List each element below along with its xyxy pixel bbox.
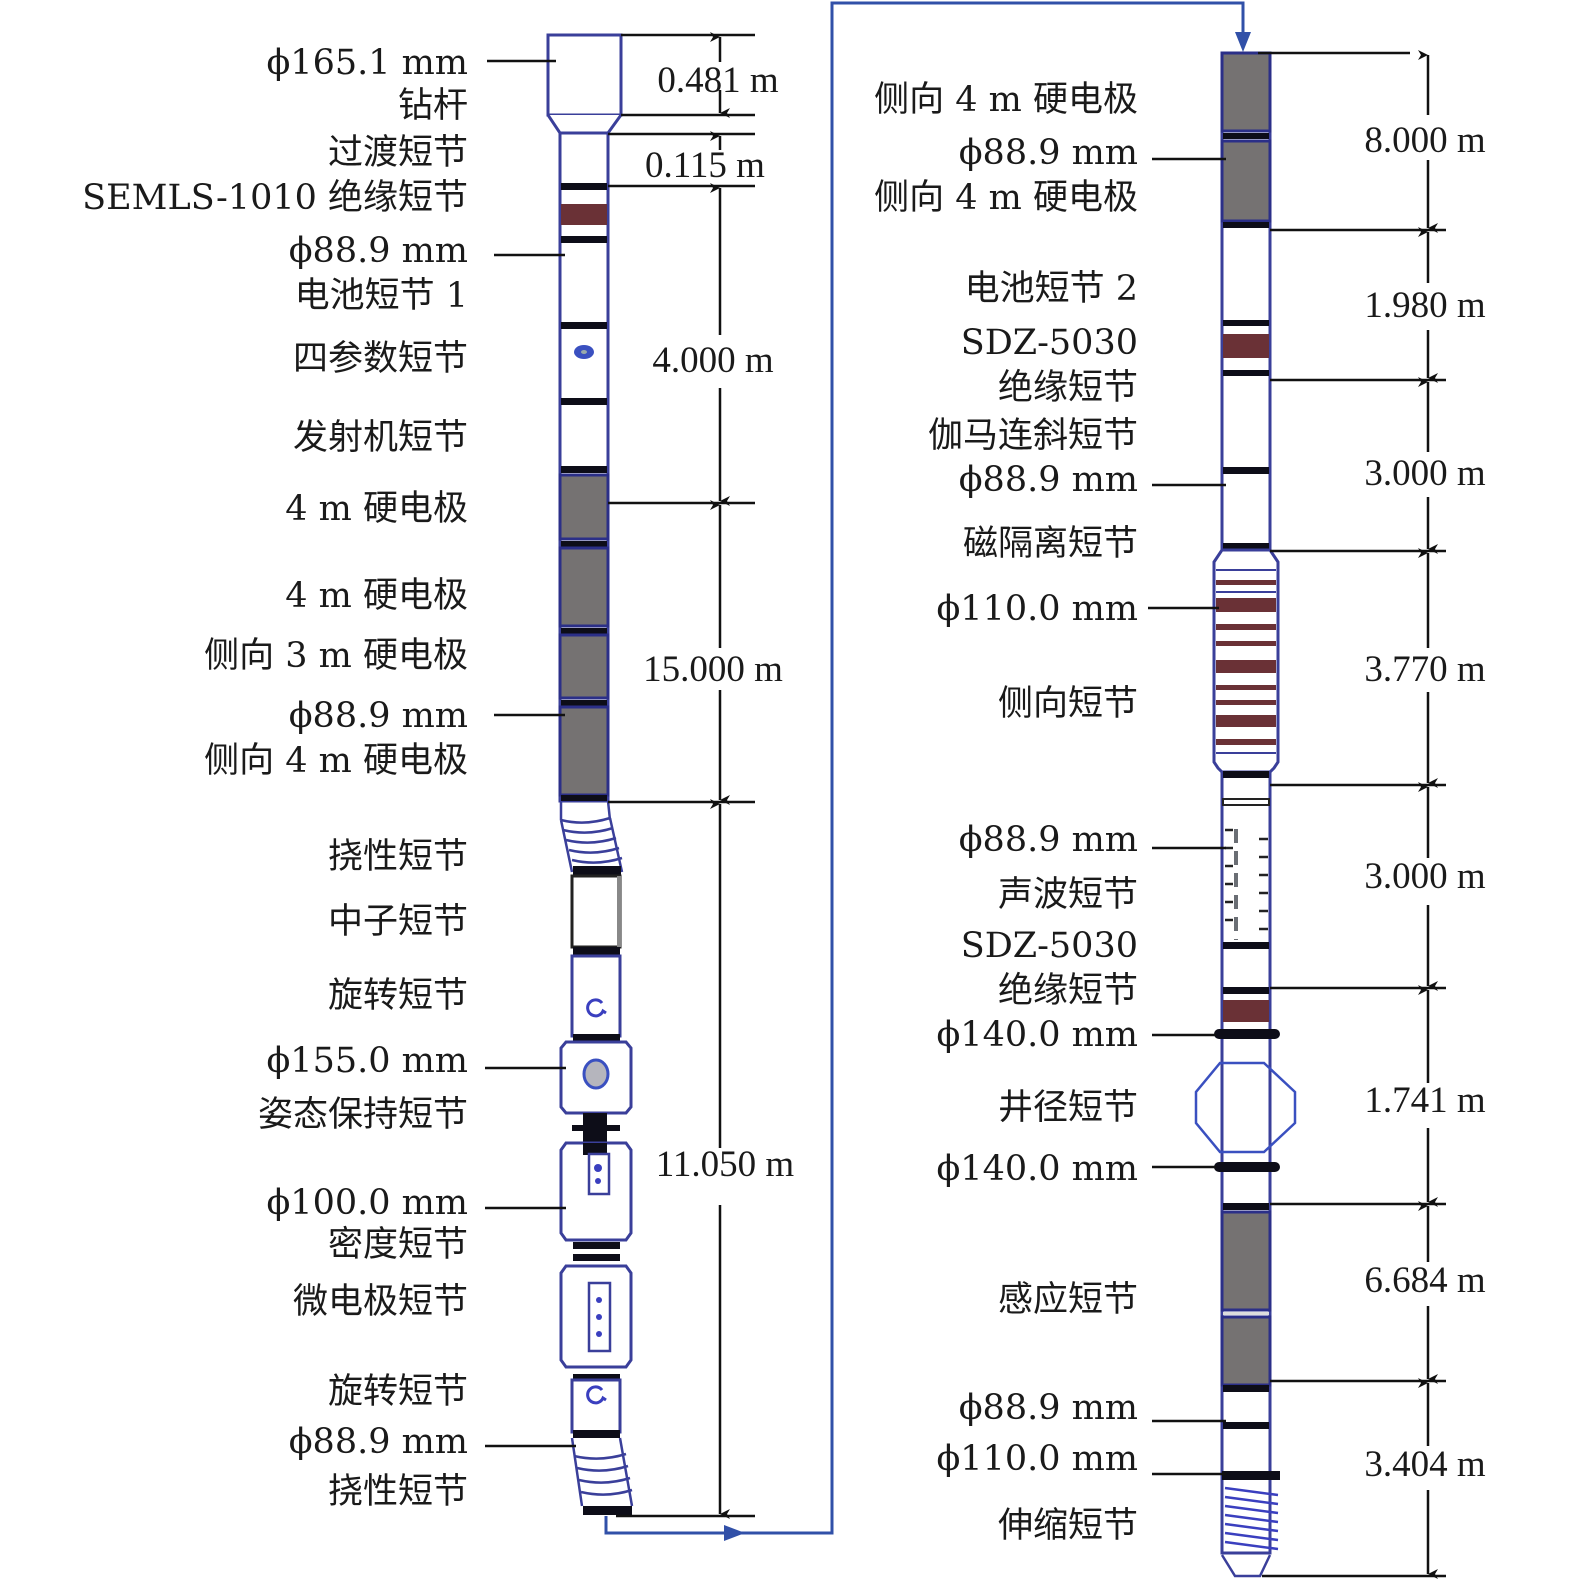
- right-dimension-labels: 8.000 m 1.980 m 3.000 m 3.770 m 3.000 m …: [1364, 120, 1486, 1485]
- label-microelectrode-sub: 微电极短节: [293, 1282, 468, 1322]
- label-lateral-electrode-4m: 侧向 4 m 硬电极: [874, 80, 1138, 120]
- label-battery-sub-2: 电池短节 2: [965, 269, 1138, 309]
- neutron-sub: [570, 874, 622, 949]
- left-dimension-lines: [608, 32, 755, 1519]
- label-diameter: ϕ88.9 mm: [959, 133, 1138, 173]
- left-tool-string: [546, 33, 634, 1515]
- label-induction-sub: 感应短节: [998, 1280, 1138, 1320]
- label-lateral-electrode-4m: 侧向 4 m 硬电极: [874, 178, 1138, 218]
- label-insulation-sub: SEMLS-1010 绝缘短节: [82, 178, 468, 218]
- right-labels: 侧向 4 m 硬电极 ϕ88.9 mm 侧向 4 m 硬电极 电池短节 2 SD…: [874, 80, 1138, 1546]
- label-insulation-sub: 绝缘短节: [998, 368, 1138, 408]
- insulation-sub-sdz-b: [1223, 1000, 1269, 1022]
- dimension-label: 0.481 m: [657, 60, 779, 101]
- electrode-lateral-4m: [558, 705, 610, 797]
- label-diameter: ϕ88.9 mm: [289, 696, 468, 736]
- label-caliper-sub: 井径短节: [998, 1088, 1138, 1128]
- label-flex-sub: 挠性短节: [328, 837, 468, 877]
- sonic-sub: [1222, 798, 1270, 940]
- label-lateral-sub: 侧向短节: [998, 684, 1138, 724]
- left-leader-lines: [485, 59, 576, 1448]
- electrode-4m-a: [558, 473, 610, 541]
- lateral-electrode-4m-a: [1220, 51, 1272, 133]
- dimension-label: 4.000 m: [652, 340, 774, 381]
- dimension-label: 11.050 m: [656, 1144, 795, 1185]
- drill-pipe: [546, 33, 623, 117]
- label-gamma-inclination-sub: 伽马连斜短节: [928, 416, 1138, 456]
- dimension-label: 1.980 m: [1364, 285, 1486, 326]
- dimension-label: 3.000 m: [1364, 856, 1486, 897]
- dimension-label: 0.115 m: [645, 145, 765, 186]
- label-diameter: ϕ140.0 mm: [936, 1015, 1138, 1055]
- electrode-lateral-3m: [558, 633, 610, 700]
- dimension-label: 3.770 m: [1364, 649, 1486, 690]
- label-diameter: ϕ155.0 mm: [266, 1041, 468, 1081]
- label-hard-electrode: 4 m 硬电极: [285, 576, 468, 616]
- crossover-sub: [546, 114, 623, 135]
- arrow-right-icon: [724, 1525, 745, 1541]
- lateral-electrode-4m-b: [1220, 139, 1272, 223]
- label-drill-pipe: 钻杆: [398, 86, 468, 126]
- flex-sub-lower: [570, 1437, 634, 1515]
- label-neutron-sub: 中子短节: [328, 902, 468, 942]
- induction-coil-a: [1220, 1210, 1272, 1312]
- continuation-connector: [604, 1, 1251, 1541]
- label-four-param-sub: 四参数短节: [293, 339, 468, 379]
- arrow-down-icon: [1235, 32, 1251, 52]
- label-diameter: ϕ88.9 mm: [289, 231, 468, 271]
- label-diameter: ϕ88.9 mm: [289, 1422, 468, 1462]
- dimension-label: 6.684 m: [1364, 1260, 1486, 1301]
- label-lateral-electrode-4m: 侧向 4 m 硬电极: [204, 741, 468, 781]
- label-flex-sub: 挠性短节: [328, 1472, 468, 1512]
- dimension-label: 15.000 m: [643, 649, 783, 690]
- label-sonic-sub: 声波短节: [998, 875, 1138, 915]
- label-sdz-model: SDZ-5030: [961, 926, 1138, 966]
- dimension-label: 1.741 m: [1364, 1080, 1486, 1121]
- rotary-sub-2: [570, 1378, 622, 1434]
- right-dimension-lines: [1258, 50, 1446, 1579]
- label-diameter: ϕ88.9 mm: [959, 460, 1138, 500]
- right-leader-lines: [1148, 157, 1226, 1476]
- label-diameter: ϕ100.0 mm: [266, 1183, 468, 1223]
- induction-coil-b: [1220, 1315, 1272, 1387]
- label-diameter: ϕ88.9 mm: [959, 1388, 1138, 1428]
- collar-ring-upper: [1214, 1029, 1280, 1039]
- caliper-arms: [1194, 1061, 1297, 1154]
- left-dimension-labels: 0.481 m 0.115 m 4.000 m 15.000 m 11.050 …: [643, 60, 794, 1185]
- telescopic-sub-threads: [1224, 1486, 1279, 1551]
- dimension-label: 3.000 m: [1364, 453, 1486, 494]
- label-diameter: ϕ140.0 mm: [936, 1149, 1138, 1189]
- label-sdz-model: SDZ-5030: [961, 323, 1138, 363]
- label-diameter: ϕ165.1 mm: [266, 43, 468, 83]
- insulation-sub-sdz-a: [1223, 334, 1269, 358]
- rotation-icon: [586, 1385, 607, 1405]
- label-rotary-sub: 旋转短节: [328, 1372, 468, 1412]
- rotary-sub-1: [570, 954, 622, 1038]
- label-hard-electrode: 4 m 硬电极: [285, 489, 468, 529]
- insulation-sub-semls: [561, 204, 607, 225]
- dimension-label: 8.000 m: [1364, 120, 1486, 161]
- attitude-sensor-icon: [582, 1058, 610, 1090]
- right-tool-string: [1194, 51, 1297, 1578]
- label-insulation-sub: 绝缘短节: [998, 971, 1138, 1011]
- collar-ring-lower: [1214, 1162, 1280, 1172]
- label-transmitter-sub: 发射机短节: [293, 418, 468, 458]
- label-lateral-electrode-3m: 侧向 3 m 硬电极: [204, 636, 468, 676]
- label-diameter: ϕ110.0 mm: [936, 589, 1138, 629]
- flex-sub-upper: [559, 800, 624, 875]
- left-labels: ϕ165.1 mm 钻杆 过渡短节 SEMLS-1010 绝缘短节 ϕ88.9 …: [82, 43, 468, 1512]
- label-density-sub: 密度短节: [328, 1225, 468, 1265]
- dimension-label: 3.404 m: [1364, 1444, 1486, 1485]
- rotation-icon: [586, 998, 607, 1018]
- label-attitude-hold-sub: 姿态保持短节: [258, 1095, 468, 1135]
- label-magnetic-isolation-sub: 磁隔离短节: [963, 524, 1138, 564]
- label-telescopic-sub: 伸缩短节: [998, 1506, 1138, 1546]
- label-battery-sub-1: 电池短节 1: [295, 276, 468, 316]
- lateral-sub-bands: [1216, 569, 1276, 754]
- label-diameter: ϕ110.0 mm: [936, 1439, 1138, 1479]
- electrode-4m-b: [558, 546, 610, 628]
- label-crossover-sub: 过渡短节: [328, 133, 468, 173]
- label-diameter: ϕ88.9 mm: [959, 820, 1138, 860]
- label-rotary-sub: 旋转短节: [328, 976, 468, 1016]
